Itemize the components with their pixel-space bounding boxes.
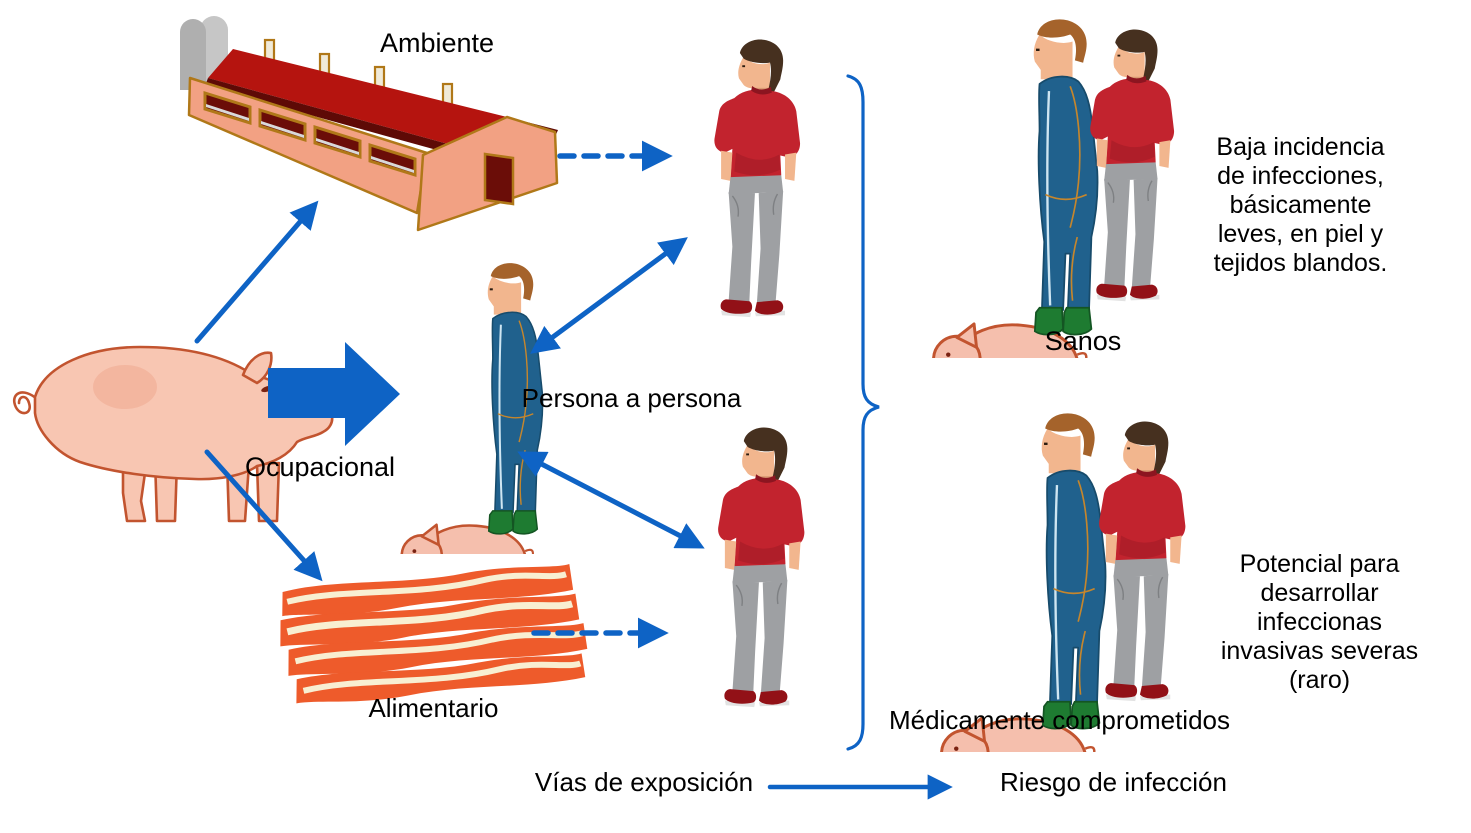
label-persona-a-persona: Persona a persona xyxy=(521,383,742,413)
man-red-shirt-icon xyxy=(680,38,828,320)
barn-door xyxy=(483,152,515,206)
bacon-strip xyxy=(296,653,586,704)
label-ambiente: Ambiente xyxy=(379,28,495,58)
man-red-shirt-icon xyxy=(1060,28,1198,304)
label-sanos: Sanos xyxy=(1044,326,1122,356)
label-medicamente-comprometidos: Médicamente comprometidos xyxy=(888,705,1231,735)
bacon-icon xyxy=(280,563,588,704)
label-alimentario: Alimentario xyxy=(368,693,499,723)
outcome-text-sanos: Baja incidencia de infecciones, básicame… xyxy=(1213,133,1388,277)
man-red-shirt-icon xyxy=(1068,420,1210,704)
pig-icon xyxy=(12,345,334,523)
outcome-text-comprometidos: Potencial para desarrollar infeccionas i… xyxy=(1220,550,1419,694)
label-ocupacional: Ocupacional xyxy=(244,452,396,482)
curly-brace xyxy=(846,74,880,751)
barn-window-sills xyxy=(206,104,414,173)
bacon-strip xyxy=(280,593,580,647)
man-red-shirt-icon xyxy=(684,426,832,710)
barn-icon xyxy=(180,16,559,232)
label-riesgo-de-infeccion: Riesgo de infección xyxy=(1000,767,1227,797)
bacon-strip xyxy=(282,563,574,617)
label-vias-de-exposicion: Vías de exposición xyxy=(534,767,754,797)
